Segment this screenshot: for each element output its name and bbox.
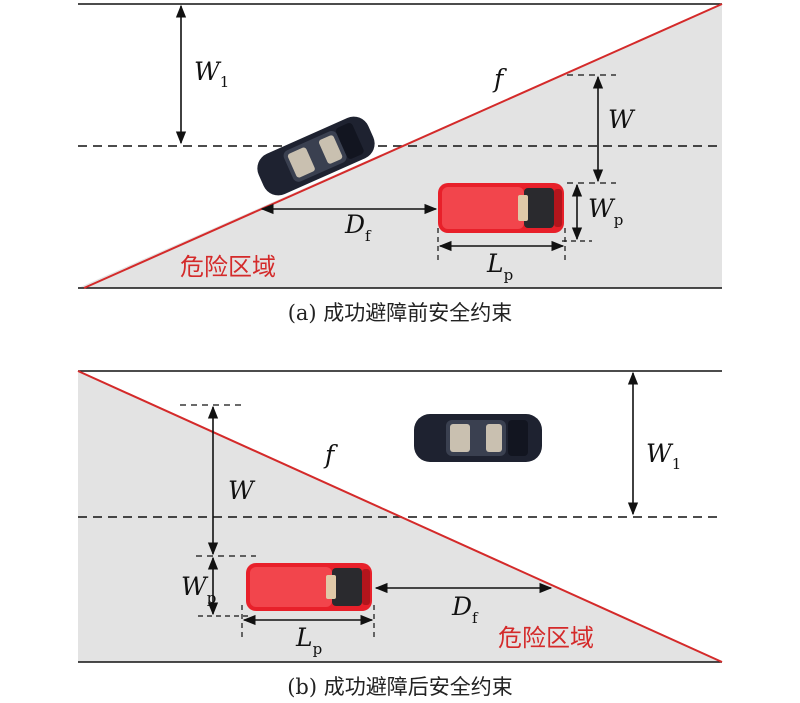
f-label-b: f <box>323 440 338 469</box>
other-car-a <box>257 116 375 196</box>
caption-panel-a: (a) 成功避障前安全约束 <box>287 301 513 325</box>
boundary-line-f-a <box>83 3 723 289</box>
f-label-a: f <box>492 64 507 93</box>
caption-panel-b: (b) 成功避障后安全约束 <box>287 675 513 699</box>
panel-a: W1 f W Wp Df Lp 危险区域 <box>78 3 723 289</box>
lp-label-a: Lp <box>486 249 513 284</box>
boundary-line-f-b <box>77 370 723 663</box>
w1-label-a: W1 <box>194 57 229 91</box>
w1-label-b: W1 <box>646 439 681 473</box>
lp-label-b: Lp <box>295 623 322 658</box>
df-label-a: Df <box>344 210 372 245</box>
panel-b: W1 f W Wp Df Lp 危险区域 <box>77 370 723 663</box>
ego-car-a <box>438 183 564 233</box>
ego-car-b <box>246 563 372 611</box>
danger-zone-label-a: 危险区域 <box>180 253 276 281</box>
danger-zone-label-b: 危险区域 <box>498 624 594 652</box>
w-label-a: W <box>608 105 636 134</box>
other-car-b <box>414 414 542 462</box>
wp-label-a: Wp <box>588 194 623 229</box>
wp-label-b: Wp <box>181 572 216 607</box>
df-label-b: Df <box>451 592 479 627</box>
w-label-b: W <box>228 476 256 505</box>
